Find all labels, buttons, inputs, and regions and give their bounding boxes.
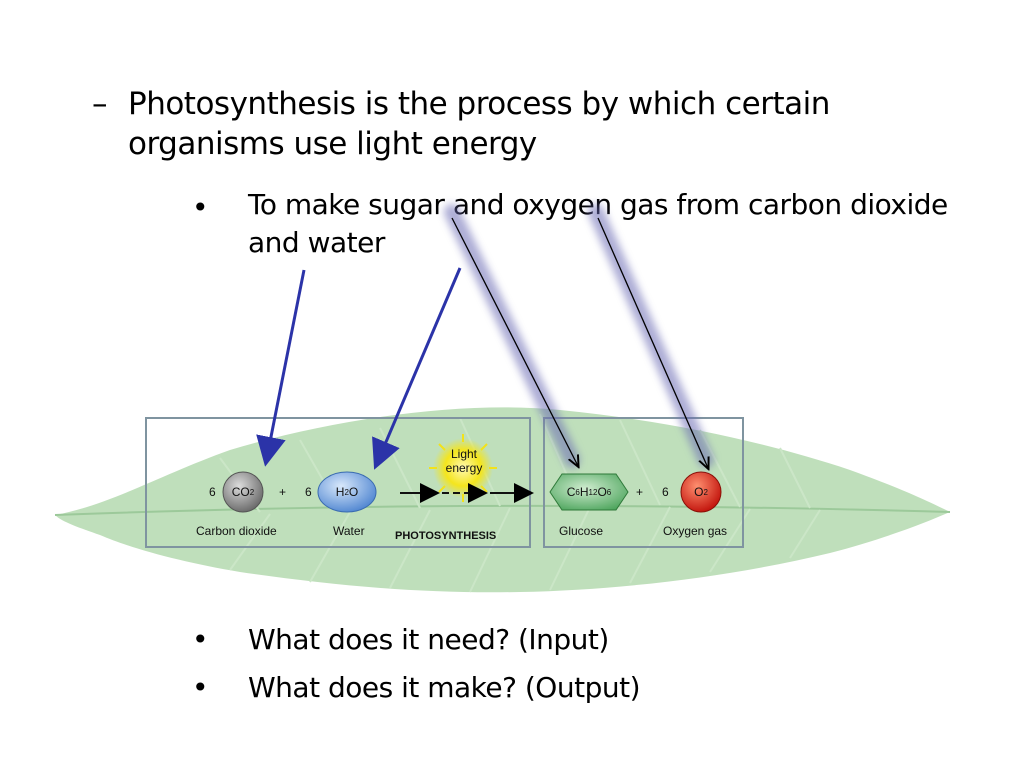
plus-sign: + <box>279 485 287 499</box>
label-carbon-dioxide: Carbon dioxide <box>196 524 277 538</box>
co2-coefficient: 6 <box>209 485 216 499</box>
question-output: What does it make? (Output) <box>248 671 641 704</box>
bullet-marker: • <box>192 191 209 224</box>
pointer-arrow-co2 <box>256 269 306 467</box>
co2-molecule <box>222 471 264 513</box>
pointer-arrow-glucose <box>451 217 578 466</box>
label-oxygen-gas: Oxygen gas <box>663 524 728 538</box>
h2o-coefficient: 6 <box>305 485 312 499</box>
glucose-molecule <box>549 473 629 511</box>
label-glucose: Glucose <box>559 524 604 538</box>
bullet-marker: • <box>192 623 209 656</box>
dash-marker: – <box>92 86 108 122</box>
plus-sign: + <box>636 485 644 499</box>
o2-coefficient: 6 <box>662 485 669 499</box>
bullet-marker: • <box>192 671 209 704</box>
h2o-molecule <box>317 471 377 513</box>
pointer-arrow-oxygen <box>597 217 708 468</box>
inputs-box <box>145 417 531 548</box>
light-energy-label: Light energy <box>445 447 483 475</box>
leaf-illustration <box>54 407 951 593</box>
pointer-arrow-water <box>372 267 462 470</box>
label-photosynthesis: PHOTOSYNTHESIS <box>395 530 497 542</box>
label-water: Water <box>333 524 365 538</box>
question-input: What does it need? (Input) <box>248 623 609 656</box>
o2-molecule <box>680 471 722 513</box>
main-statement: Photosynthesis is the process by which c… <box>128 86 830 162</box>
outputs-box <box>543 417 744 548</box>
